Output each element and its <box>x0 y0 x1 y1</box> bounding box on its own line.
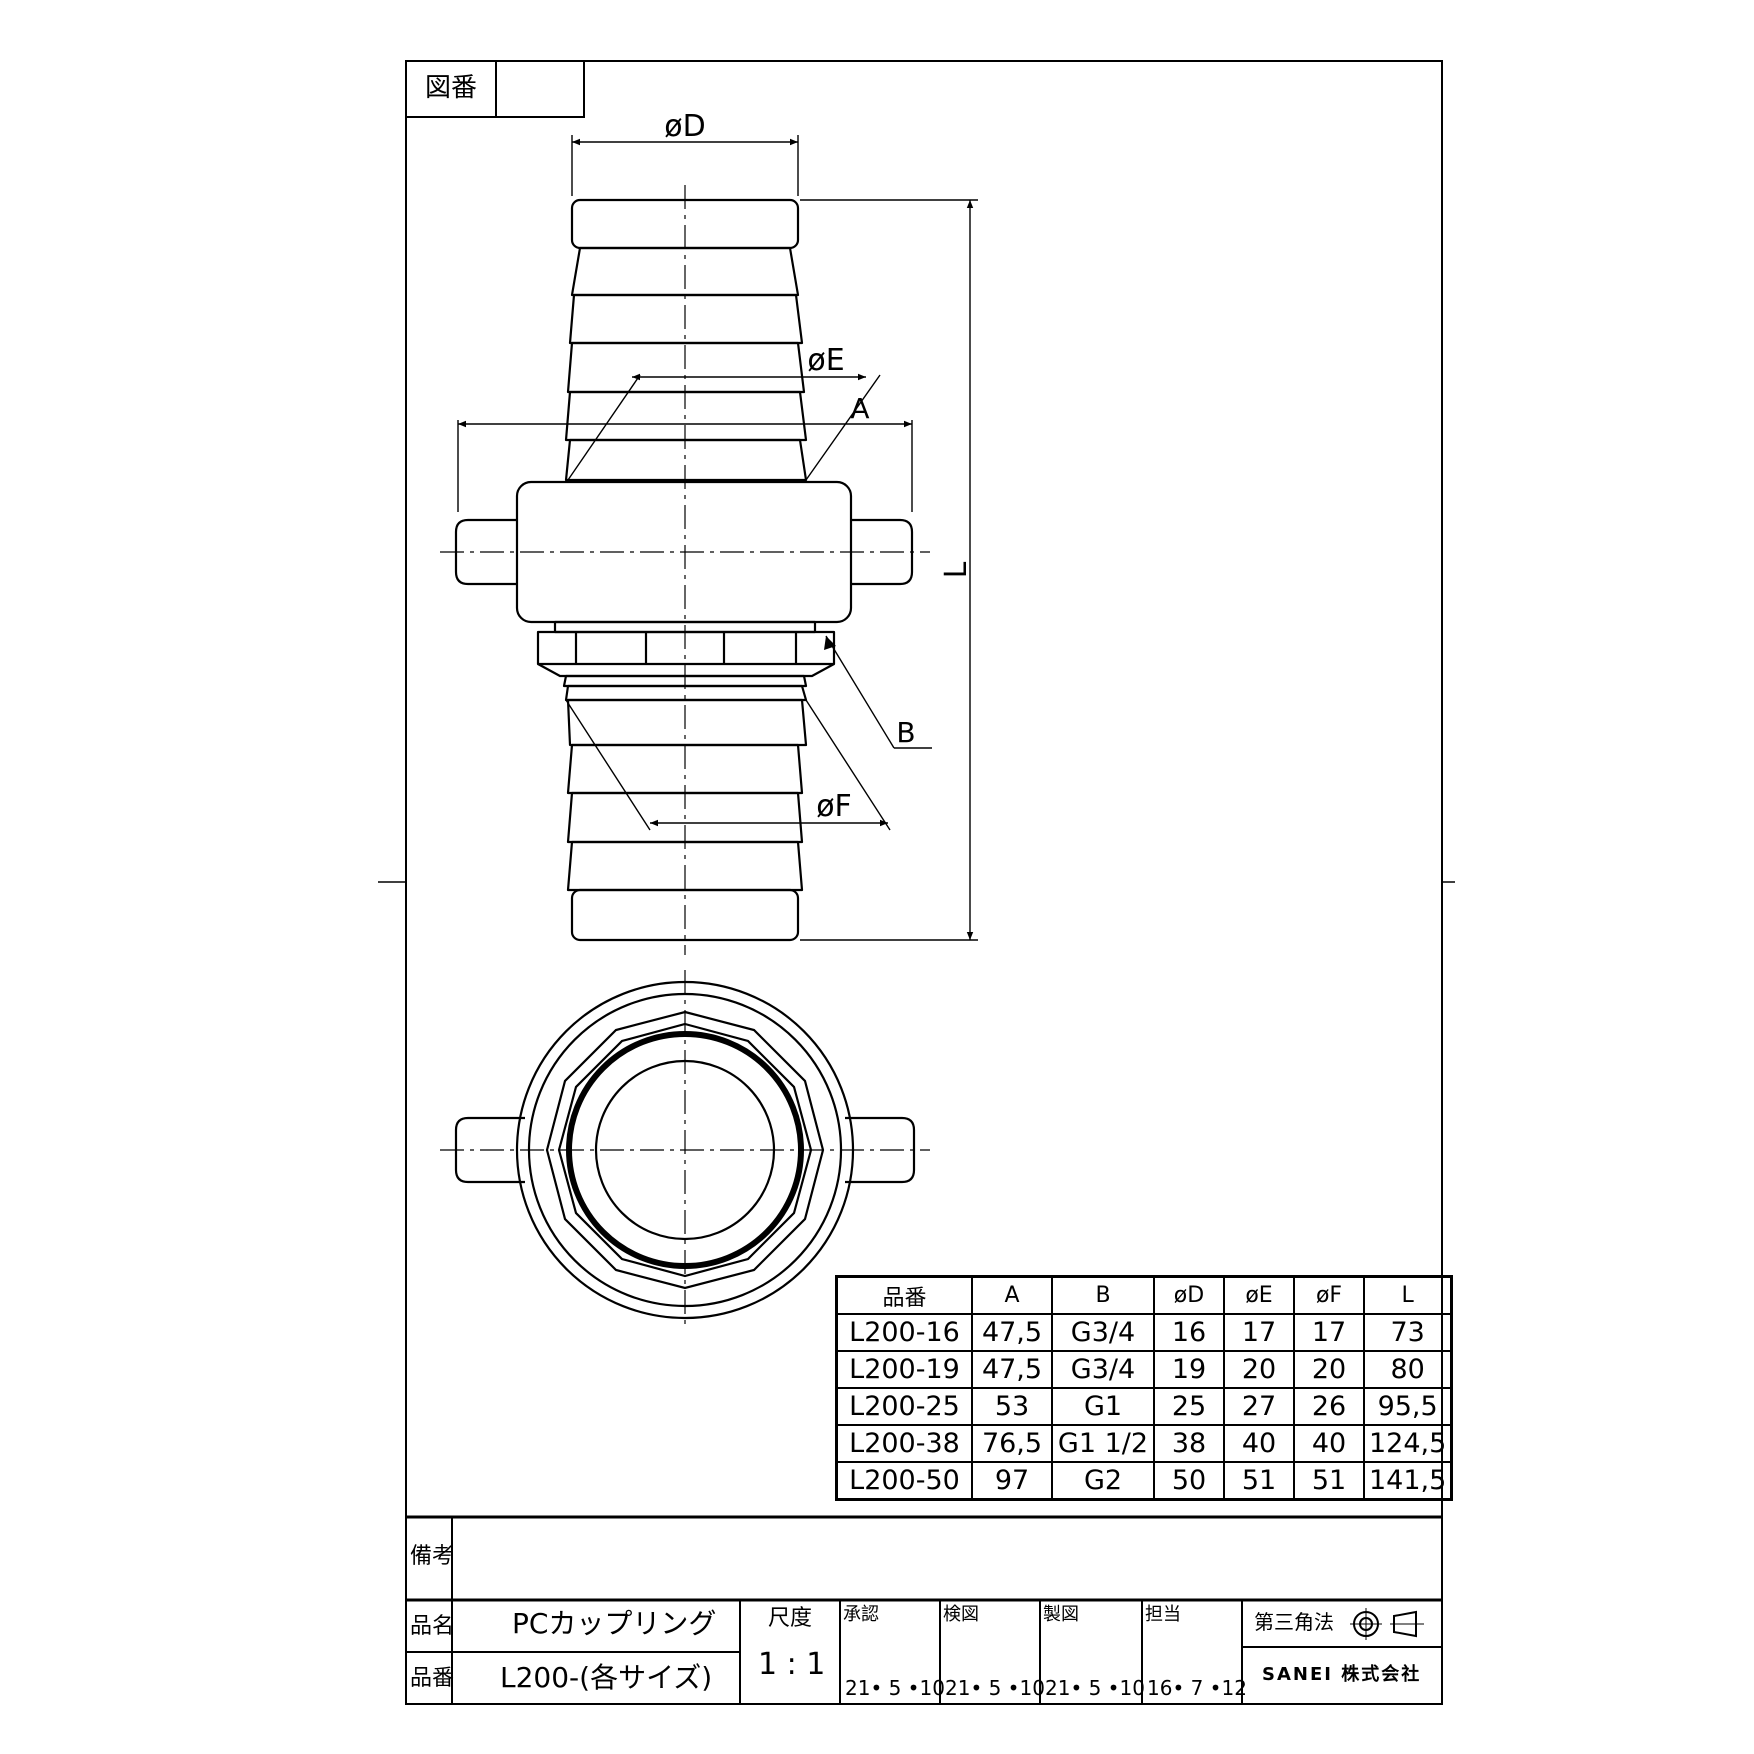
upper-barb-ring-2 <box>568 293 804 345</box>
table-row: L200-50 97 G2 50 51 51 141,5 <box>835 1461 1453 1501</box>
spec-header-b: B <box>1051 1275 1155 1315</box>
spec-cell: 141,5 <box>1363 1461 1453 1501</box>
spec-cell: G1 1/2 <box>1051 1424 1155 1463</box>
spec-cell: L200-50 <box>835 1461 973 1501</box>
spec-cell: G3/4 <box>1051 1313 1155 1352</box>
scale-label: 尺度 <box>768 1606 813 1631</box>
upper-barb-base <box>564 438 808 482</box>
remarks-label: 備考 <box>410 1544 455 1569</box>
lower-barb-neck <box>562 674 808 688</box>
spec-header-a: A <box>971 1275 1053 1315</box>
spec-cell: 20 <box>1223 1350 1295 1389</box>
scale-value: 1 : 1 <box>758 1647 826 1682</box>
lower-barb-ring-2 <box>566 743 804 795</box>
lower-barb-ring-4 <box>566 840 804 892</box>
title-block-lines <box>405 1515 1443 1705</box>
spec-cell: 124,5 <box>1363 1424 1453 1463</box>
sheet-number-label: 図番 <box>425 73 478 103</box>
hex-nut-chamfer <box>537 663 835 678</box>
spec-cell: G3/4 <box>1051 1350 1155 1389</box>
spec-cell: 26 <box>1293 1387 1365 1426</box>
name-label: 品名 <box>410 1614 455 1639</box>
spec-table-header: 品番 A B øD øE øF L <box>835 1275 1453 1315</box>
dim-label-phi-d: øD <box>664 109 705 144</box>
dim-label-l: L <box>939 561 974 578</box>
dim-label-phi-f: øF <box>816 789 852 824</box>
part-label: 品番 <box>410 1666 455 1691</box>
charge-label: 担当 <box>1145 1604 1181 1625</box>
dimension-lines <box>457 135 978 941</box>
lower-barb-ring-3 <box>566 791 804 844</box>
spec-cell: 16 <box>1153 1313 1225 1352</box>
sheet-number-box: 図番 <box>405 60 585 118</box>
front-view <box>454 198 914 942</box>
b-leader-arrow <box>824 636 836 650</box>
table-row: L200-38 76,5 G1 1/2 38 40 40 124,5 <box>835 1424 1453 1463</box>
upper-barb-ring-3 <box>566 341 806 394</box>
spec-cell: L200-38 <box>835 1424 973 1463</box>
hex-nut <box>536 630 836 666</box>
spec-header-d: øD <box>1153 1275 1225 1315</box>
spec-cell: 76,5 <box>971 1424 1053 1463</box>
upper-barb-ring-4 <box>564 390 808 442</box>
spec-cell: 80 <box>1363 1350 1453 1389</box>
table-row: L200-25 53 G1 25 27 26 95,5 <box>835 1387 1453 1426</box>
spec-cell: 25 <box>1153 1387 1225 1426</box>
spec-cell: G2 <box>1051 1461 1155 1501</box>
drawn-label: 製図 <box>1043 1604 1079 1625</box>
spec-cell: 40 <box>1223 1424 1295 1463</box>
spec-cell: 47,5 <box>971 1313 1053 1352</box>
top-centerlines <box>440 970 930 1330</box>
spec-cell: 20 <box>1293 1350 1365 1389</box>
drawing-frame <box>405 60 1443 1705</box>
table-row: L200-16 47,5 G3/4 16 17 17 73 <box>835 1313 1453 1352</box>
sheet-number-label-cell: 図番 <box>407 62 497 116</box>
spec-cell: 73 <box>1363 1313 1453 1352</box>
spec-cell: 50 <box>1153 1461 1225 1501</box>
part-number: L200-(各サイズ) <box>500 1661 713 1694</box>
spec-cell: 47,5 <box>971 1350 1053 1389</box>
spec-cell: 38 <box>1153 1424 1225 1463</box>
spec-cell: G1 <box>1051 1387 1155 1426</box>
spec-cell: L200-25 <box>835 1387 973 1426</box>
projection-label: 第三角法 <box>1254 1610 1334 1634</box>
front-centerlines <box>440 185 930 955</box>
spec-header-l: L <box>1363 1275 1453 1315</box>
hex-outline <box>557 1022 813 1278</box>
spec-table: 品番 A B øD øE øF L L200-16 47,5 G3/4 16 1… <box>835 1275 1454 1501</box>
spec-cell: 19 <box>1153 1350 1225 1389</box>
third-angle-projection-icon <box>1350 1608 1424 1640</box>
spec-cell: 51 <box>1293 1461 1365 1501</box>
company-name: SANEI 株式会社 <box>1262 1664 1422 1685</box>
table-row: L200-19 47,5 G3/4 19 20 20 80 <box>835 1350 1453 1389</box>
spec-cell: 95,5 <box>1363 1387 1453 1426</box>
lower-barb-ring-1 <box>566 698 808 747</box>
spec-cell: 27 <box>1223 1387 1295 1426</box>
checked-label: 検図 <box>943 1604 979 1625</box>
spec-cell: L200-16 <box>835 1313 973 1352</box>
checked-date: 21• 5 •10 <box>945 1676 1045 1700</box>
upper-barb-ring-1 <box>570 246 800 297</box>
spec-header-part: 品番 <box>835 1275 973 1315</box>
charge-date: 16• 7 •12 <box>1147 1676 1247 1700</box>
spec-cell: 53 <box>971 1387 1053 1426</box>
spec-cell: 17 <box>1293 1313 1365 1352</box>
drawn-date: 21• 5 •10 <box>1045 1676 1145 1700</box>
lower-barb-cap <box>570 888 800 942</box>
product-name: PCカップリング <box>512 1607 717 1640</box>
spec-cell: 40 <box>1293 1424 1365 1463</box>
approved-label: 承認 <box>843 1604 879 1625</box>
dim-label-a: A <box>850 392 869 425</box>
spec-header-e: øE <box>1223 1275 1295 1315</box>
spec-cell: L200-19 <box>835 1350 973 1389</box>
spec-cell: 17 <box>1223 1313 1295 1352</box>
spec-cell: 97 <box>971 1461 1053 1501</box>
dim-label-b: B <box>896 716 915 749</box>
approved-date: 21• 5 •10 <box>845 1676 945 1700</box>
hex-outline-outer <box>545 1010 825 1290</box>
dim-label-phi-e: øE <box>807 343 844 378</box>
spec-header-f: øF <box>1293 1275 1365 1315</box>
spec-cell: 51 <box>1223 1461 1295 1501</box>
